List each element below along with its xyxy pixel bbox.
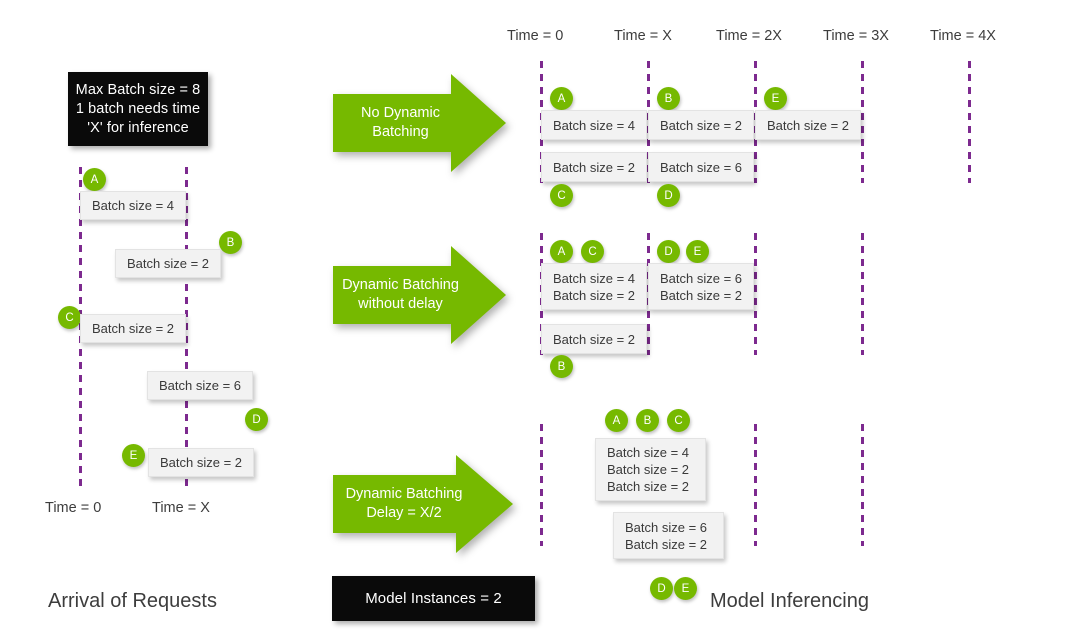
s2-i1-batch-1: Batch size = 4 Batch size = 2 [541,263,647,310]
s1-timeline-3 [861,61,864,183]
s1-i2-batch-2: Batch size = 6 [648,152,754,182]
s3-i2-batch-1: Batch size = 6 Batch size = 2 [613,512,724,559]
s3-timeline-3 [861,424,864,546]
s3-i2-badge-E: E [674,577,697,600]
s2-i1-batch-2: Batch size = 6 Batch size = 2 [648,263,754,310]
s2-i1-slot2-badge-E: E [686,240,709,263]
s2-i1-batch-2-line-1: Batch size = 6 [660,270,743,286]
s3-i1-batch-1-line-1: Batch size = 4 [607,445,690,460]
right-time-label-3: Time = 3X [823,28,889,44]
s3-i1-badge-C: C [667,409,690,432]
left-batch-B-line-1: Batch size = 2 [126,256,210,271]
s2-i2-batch-1-line-1: Batch size = 2 [552,331,636,347]
s3-i2-batch-1-line-1: Batch size = 6 [625,519,708,535]
left-badge-B: B [219,231,242,254]
s2-i2-slot1-badge-B: B [550,355,573,378]
s1-i2-batch-1-line-1: Batch size = 2 [552,159,636,175]
s1-i1-batch-2-line-1: Batch size = 2 [659,117,743,133]
s2-i1-slot1-badge-A: A [550,240,573,263]
s3-i1-batch-1-line-3: Batch size = 2 [607,479,690,494]
s2-i1-batch-1-line-2: Batch size = 2 [553,287,636,303]
config-note-line-3: 'X' for inference [87,119,189,136]
left-badge-E: E [122,444,145,467]
arrow-no-dynamic-batching: No Dynamic Batching [333,74,506,172]
left-batch-E-line-1: Batch size = 2 [159,455,243,470]
right-time-label-1: Time = X [614,28,672,44]
right-time-label-4: Time = 4X [930,28,996,44]
left-batch-B: Batch size = 2 [115,249,221,278]
s3-i1-badge-A: A [605,409,628,432]
left-time-label-0: Time = 0 [45,500,102,516]
right-time-label-2: Time = 2X [716,28,782,44]
s3-i1-badge-B: B [636,409,659,432]
heading-model-inferencing: Model Inferencing [710,590,869,612]
s1-i1-slot2-badge-B: B [657,87,680,110]
s1-i2-slot1-badge-C: C [550,184,573,207]
config-note-line-1: Max Batch size = 8 [75,81,201,98]
s1-i2-batch-1: Batch size = 2 [541,152,647,182]
config-note-box: Max Batch size = 8 1 batch needs time 'X… [68,72,208,146]
left-badge-D: D [245,408,268,431]
s2-i1-slot2-badge-D: D [657,240,680,263]
s1-i2-slot2-badge-D: D [657,184,680,207]
left-badge-A: A [83,168,106,191]
arrow-dynamic-batching-without-delay: Dynamic Batching without delay [333,246,506,344]
left-batch-C-line-1: Batch size = 2 [91,321,175,336]
s3-i2-batch-1-line-2: Batch size = 2 [625,536,708,552]
s2-timeline-2 [754,233,757,355]
s3-timeline-0 [540,424,543,546]
left-batch-C: Batch size = 2 [80,314,186,343]
s3-i1-batch-1-line-2: Batch size = 2 [607,462,690,477]
s1-i2-batch-2-line-1: Batch size = 6 [659,159,743,175]
left-timeline-x [185,167,188,489]
config-note-line-2: 1 batch needs time [75,100,201,117]
s1-timeline-4 [968,61,971,183]
s1-i1-batch-1: Batch size = 4 [541,110,647,140]
s2-i1-batch-2-line-2: Batch size = 2 [660,287,743,303]
s1-i1-batch-3: Batch size = 2 [755,110,861,140]
model-instances-box: Model Instances = 2 [332,576,535,621]
s2-timeline-3 [861,233,864,355]
s3-i2-badge-D: D [650,577,673,600]
s1-i1-batch-1-line-1: Batch size = 4 [552,117,636,133]
s1-i1-batch-3-line-1: Batch size = 2 [766,117,850,133]
right-time-label-0: Time = 0 [507,28,564,44]
s1-i1-batch-2: Batch size = 2 [648,110,754,140]
left-badge-C: C [58,306,81,329]
s2-i2-batch-1: Batch size = 2 [541,324,647,354]
left-batch-E: Batch size = 2 [148,448,254,477]
heading-arrival-of-requests: Arrival of Requests [48,590,217,612]
model-instances-label: Model Instances = 2 [365,590,502,607]
left-batch-A: Batch size = 4 [80,191,186,220]
s2-i1-slot1-badge-C: C [581,240,604,263]
s3-i1-batch-1: Batch size = 4 Batch size = 2 Batch size… [595,438,706,501]
left-batch-A-line-1: Batch size = 4 [91,198,175,213]
left-batch-D: Batch size = 6 [147,371,253,400]
left-batch-D-line-1: Batch size = 6 [158,378,242,393]
s1-i1-slot3-badge-E: E [764,87,787,110]
s2-i1-batch-1-line-1: Batch size = 4 [553,270,636,286]
s1-i1-slot1-badge-A: A [550,87,573,110]
left-time-label-x: Time = X [152,500,210,516]
s3-timeline-2 [754,424,757,546]
arrow-dynamic-batching-delay: Dynamic Batching Delay = X/2 [333,455,513,553]
